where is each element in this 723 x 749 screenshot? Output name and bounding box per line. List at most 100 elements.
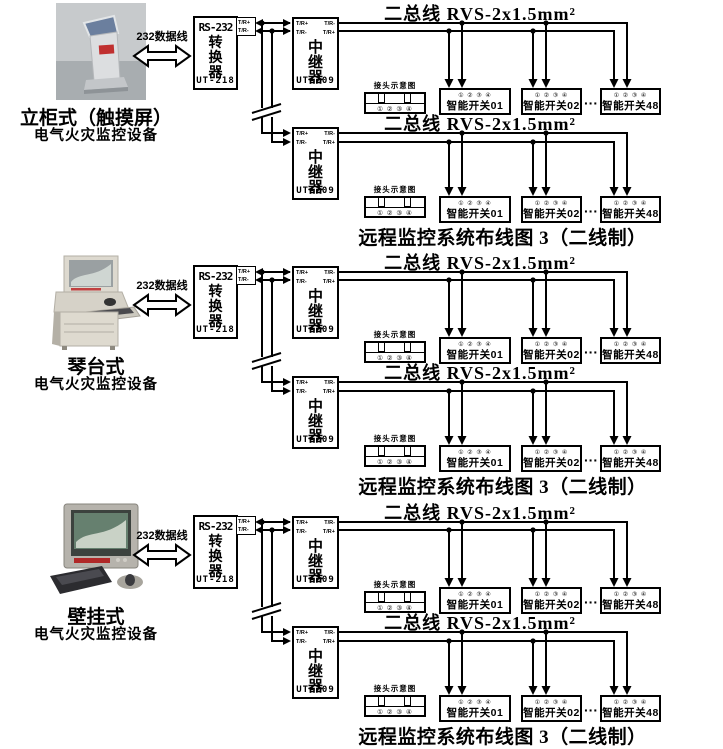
console-photo: [44, 252, 158, 352]
connector-diagram-1: 接头示意图 ① ② ③ ④: [364, 329, 426, 363]
converter-title: RS-232: [198, 270, 234, 283]
ellipsis: ···: [584, 344, 598, 360]
ellipsis: ···: [584, 95, 598, 111]
repeater-box-1: T/R+ T/R- T/R- T/R+ 中继器 UT-209: [292, 516, 339, 589]
connector-pin-numbers: ① ② ③ ④: [377, 210, 413, 217]
switch-label: 智能开关48: [602, 349, 659, 361]
connector-diagram-box: ① ② ③ ④: [364, 92, 426, 114]
bus-lines-row2: [339, 130, 632, 196]
repeater-box-2: T/R+ T/R- T/R- T/R+ 中继器 UT-209: [292, 376, 339, 449]
switch-pin-numbers: ① ② ③ ④: [534, 700, 569, 706]
switch-pin-numbers: ① ② ③ ④: [613, 201, 648, 207]
smart-switch-48: ① ② ③ ④ 智能开关48: [600, 587, 661, 614]
repeater-box-2: T/R+ T/R- T/R- T/R+ 中继器 UT-209: [292, 127, 339, 200]
converter-name: 转换器: [208, 533, 223, 579]
diagram-caption: 远程监控系统布线图 3（二线制）: [358, 727, 647, 748]
switch-pin-numbers: ① ② ③ ④: [458, 450, 492, 456]
device-subtitle-label: 电气火灾监控设备: [34, 627, 158, 643]
switch-label: 智能开关48: [602, 100, 659, 112]
terminal-label: T/R+: [296, 21, 309, 27]
riser-lines: [251, 20, 291, 146]
connector-divider: [366, 207, 424, 208]
ellipsis: ···: [584, 203, 598, 219]
connector-pin-numbers: ① ② ③ ④: [377, 355, 413, 362]
connector-diagram-box: ① ② ③ ④: [364, 591, 426, 613]
switch-label: 智能开关48: [602, 208, 659, 220]
device-subtitle-label: 电气火灾监控设备: [34, 128, 158, 144]
converter-model: UT-218: [196, 325, 235, 335]
diagram-section: 琴台式 电气火灾监控设备 232数据线 RS-232 转换器 UT-218 T/…: [0, 249, 723, 498]
repeater-name: 中继器: [307, 288, 323, 335]
connector-diagram-2: 接头示意图 ① ② ③ ④: [364, 433, 426, 467]
repeater-name: 中继器: [307, 398, 323, 445]
connector-pin: [378, 697, 385, 706]
smart-switch-02: ① ② ③ ④ 智能开关02: [521, 587, 582, 614]
repeater-model: UT-209: [296, 685, 335, 695]
ellipsis: ···: [584, 594, 598, 610]
connector-pin: [378, 447, 385, 456]
terminal-label: T/R-: [296, 639, 307, 645]
switch-pin-numbers: ① ② ③ ④: [534, 450, 569, 456]
switch-label: 智能开关01: [446, 349, 504, 361]
connector-divider: [366, 103, 424, 104]
bus-label-1: 二总线 RVS-2x1.5mm²: [384, 253, 576, 273]
switch-label: 智能开关01: [446, 457, 504, 469]
smart-switch-01: ① ② ③ ④ 智能开关01: [439, 445, 511, 472]
bidirectional-arrow-icon: [132, 293, 192, 317]
repeater-model: UT-209: [296, 435, 335, 445]
repeater-model: UT-209: [296, 186, 335, 196]
bidirectional-arrow-icon: [132, 543, 192, 567]
connector-diagram-box: ① ② ③ ④: [364, 341, 426, 363]
connector-pin: [404, 198, 411, 207]
bus-lines-row2: [339, 379, 632, 445]
connector-diagram-label: 接头示意图: [373, 185, 417, 194]
terminal-label: T/R+: [238, 269, 251, 275]
smart-switch-48: ① ② ③ ④ 智能开关48: [600, 337, 661, 364]
device-type-label: 壁挂式: [67, 607, 125, 628]
connector-diagram-label: 接头示意图: [373, 684, 417, 693]
converter-terminal-block: T/R+ T/R-: [236, 516, 256, 535]
terminal-label: T/R-: [324, 131, 335, 137]
connector-diagram-2: 接头示意图 ① ② ③ ④: [364, 683, 426, 717]
terminal-label: T/R+: [322, 639, 335, 645]
smart-switch-01: ① ② ③ ④ 智能开关01: [439, 695, 511, 722]
terminal-label: T/R-: [296, 30, 307, 36]
smart-switch-01: ① ② ③ ④ 智能开关01: [439, 88, 511, 115]
switch-label: 智能开关02: [523, 457, 580, 469]
bus-label-2: 二总线 RVS-2x1.5mm²: [384, 114, 576, 134]
connector-divider: [366, 352, 424, 353]
connector-diagram-label: 接头示意图: [373, 434, 417, 443]
bidirectional-arrow-icon: [132, 44, 192, 68]
terminal-label: T/R+: [322, 140, 335, 146]
terminal-label: T/R-: [324, 21, 335, 27]
connector-pin: [404, 447, 411, 456]
terminal-label: T/R-: [296, 389, 307, 395]
switch-label: 智能开关48: [602, 457, 659, 469]
diagram-caption: 远程监控系统布线图 3（二线制）: [358, 228, 647, 249]
device-type-label: 立柜式（触摸屏）: [19, 108, 172, 129]
connector-diagram-label: 接头示意图: [373, 580, 417, 589]
smart-switch-01: ① ② ③ ④ 智能开关01: [439, 196, 511, 223]
switch-label: 智能开关02: [523, 208, 580, 220]
terminal-label: T/R-: [324, 630, 335, 636]
terminal-label: T/R+: [238, 20, 251, 26]
connector-diagram-box: ① ② ③ ④: [364, 196, 426, 218]
terminal-label: T/R+: [296, 520, 309, 526]
riser-lines: [251, 269, 291, 395]
wallmount-illustration: [50, 503, 143, 594]
wallmount-photo: [44, 502, 158, 602]
ellipsis: ···: [584, 452, 598, 468]
serial-cable-label: 232数据线: [136, 31, 188, 43]
terminal-label: T/R-: [296, 140, 307, 146]
switch-label: 智能开关01: [446, 707, 504, 719]
converter-name: 转换器: [208, 283, 223, 329]
smart-switch-48: ① ② ③ ④ 智能开关48: [600, 445, 661, 472]
switch-label: 智能开关48: [602, 707, 659, 719]
smart-switch-48: ① ② ③ ④ 智能开关48: [600, 88, 661, 115]
terminal-label: T/R+: [296, 131, 309, 137]
switch-pin-numbers: ① ② ③ ④: [458, 700, 492, 706]
switch-label: 智能开关01: [446, 208, 504, 220]
console-illustration: [52, 255, 141, 350]
smart-switch-02: ① ② ③ ④ 智能开关02: [521, 695, 582, 722]
